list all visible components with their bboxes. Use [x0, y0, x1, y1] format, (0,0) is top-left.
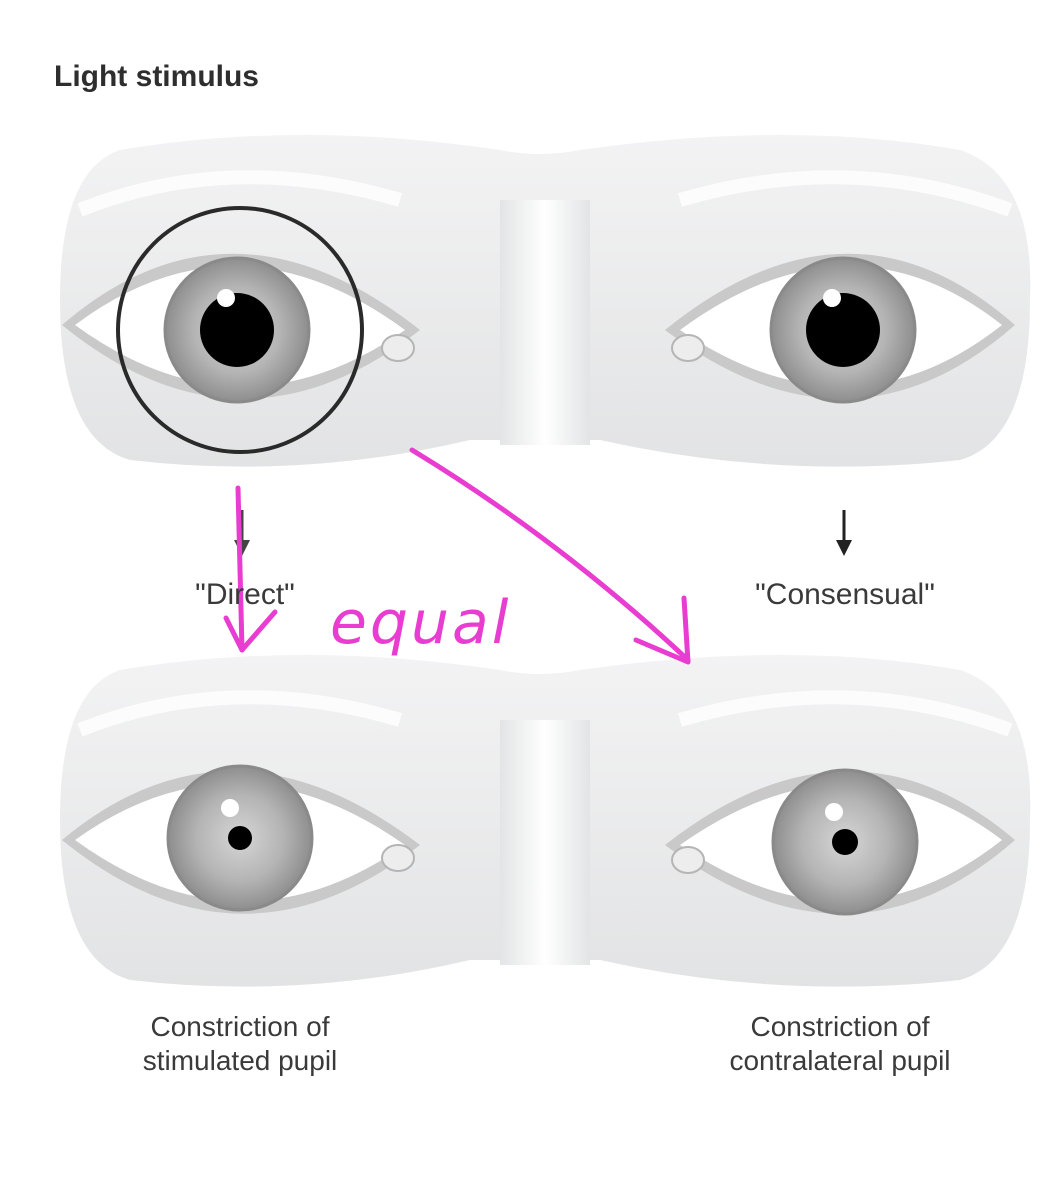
bottom-right-brow-ridge: [678, 690, 1013, 737]
bottom-right-pupil-constricted: [832, 829, 858, 855]
top-left-eye: [62, 206, 420, 454]
consensual-label: "Consensual": [755, 578, 935, 611]
printed-arrow-consensual: [836, 510, 852, 556]
top-left-caruncle: [381, 334, 415, 362]
bottom-right-eye: [665, 768, 1015, 916]
caption-stimulated-pupil: Constriction of stimulated pupil: [90, 1010, 390, 1077]
handwritten-arrow-consensual: [409, 447, 691, 665]
bottom-left-pupil-constricted: [228, 826, 252, 850]
caption-left-line2: stimulated pupil: [142, 1044, 338, 1076]
top-right-brow-ridge: [678, 170, 1013, 217]
caption-left-line1: Constriction of: [150, 1011, 330, 1042]
bottom-left-eye: [62, 764, 420, 914]
diagram-title: Light stimulus: [54, 60, 259, 93]
top-left-highlight: [217, 289, 235, 307]
top-nose-bridge: [500, 200, 590, 445]
top-right-caruncle: [671, 334, 705, 362]
light-stimulus-ring: [116, 206, 364, 454]
bottom-left-brow-ridge: [77, 690, 402, 737]
top-right-pupil: [806, 293, 880, 367]
bottom-left-highlight: [221, 799, 239, 817]
bottom-right-caruncle: [671, 846, 705, 874]
bottom-face-panel: [60, 655, 1031, 987]
top-left-brow-ridge: [77, 170, 402, 217]
top-left-pupil: [200, 293, 274, 367]
caption-right-line1: Constriction of: [750, 1011, 930, 1042]
top-right-eye: [665, 253, 1015, 404]
top-face-panel: [60, 135, 1031, 467]
direct-label: "Direct": [195, 578, 295, 611]
caption-contralateral-pupil: Constriction of contralateral pupil: [680, 1010, 1000, 1077]
bottom-nose-bridge: [500, 720, 590, 965]
bottom-right-highlight: [825, 803, 843, 821]
caption-right-line2: contralateral pupil: [729, 1044, 951, 1076]
bottom-left-caruncle: [381, 844, 415, 872]
handwritten-arrow-direct: [223, 485, 278, 653]
top-right-highlight: [823, 289, 841, 307]
handwritten-equal-annotation: equal: [330, 588, 512, 658]
